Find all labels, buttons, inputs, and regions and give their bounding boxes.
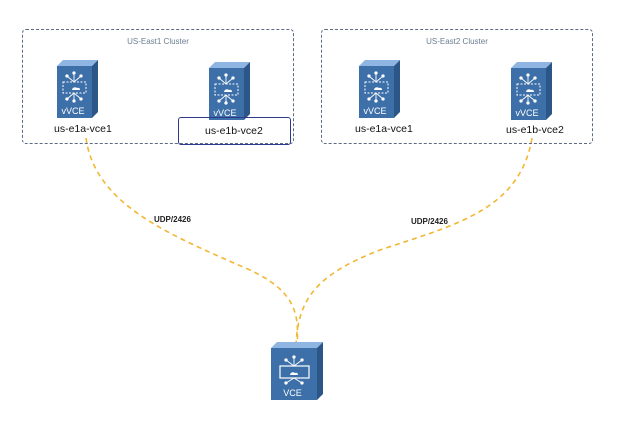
device-label: VCE — [283, 388, 302, 398]
node-name: us-e1a-vce1 — [54, 123, 112, 135]
vce-hub-device-icon[interactable]: VCE — [268, 342, 323, 400]
selected-node-highlight — [178, 117, 291, 145]
cluster-title: US-East1 Cluster — [127, 37, 189, 46]
device-label: vVCE — [515, 108, 539, 118]
device-label: vVCE — [61, 106, 85, 116]
node-name: us-e1b-vce2 — [506, 124, 564, 136]
cluster-us-east1: US-East1 Cluster — [22, 29, 294, 144]
link-label-right: UDP/2426 — [411, 217, 448, 226]
node-name: us-e1a-vce1 — [355, 123, 413, 135]
cluster-title: US-East2 Cluster — [426, 37, 488, 46]
vvce-device-icon[interactable]: vVCE — [508, 62, 552, 120]
cluster-us-east2: US-East2 Cluster — [321, 29, 593, 144]
device-label: vVCE — [363, 106, 387, 116]
link-label-left: UDP/2426 — [154, 215, 191, 224]
device-label: vVCE — [213, 108, 237, 118]
link-right — [295, 137, 533, 346]
vvce-device-icon[interactable]: vVCE — [206, 62, 250, 120]
link-left — [85, 137, 299, 346]
node-name: us-e1b-vce2 — [205, 125, 263, 137]
vvce-device-icon[interactable]: vVCE — [356, 60, 400, 118]
vvce-device-icon[interactable]: vVCE — [54, 60, 98, 118]
